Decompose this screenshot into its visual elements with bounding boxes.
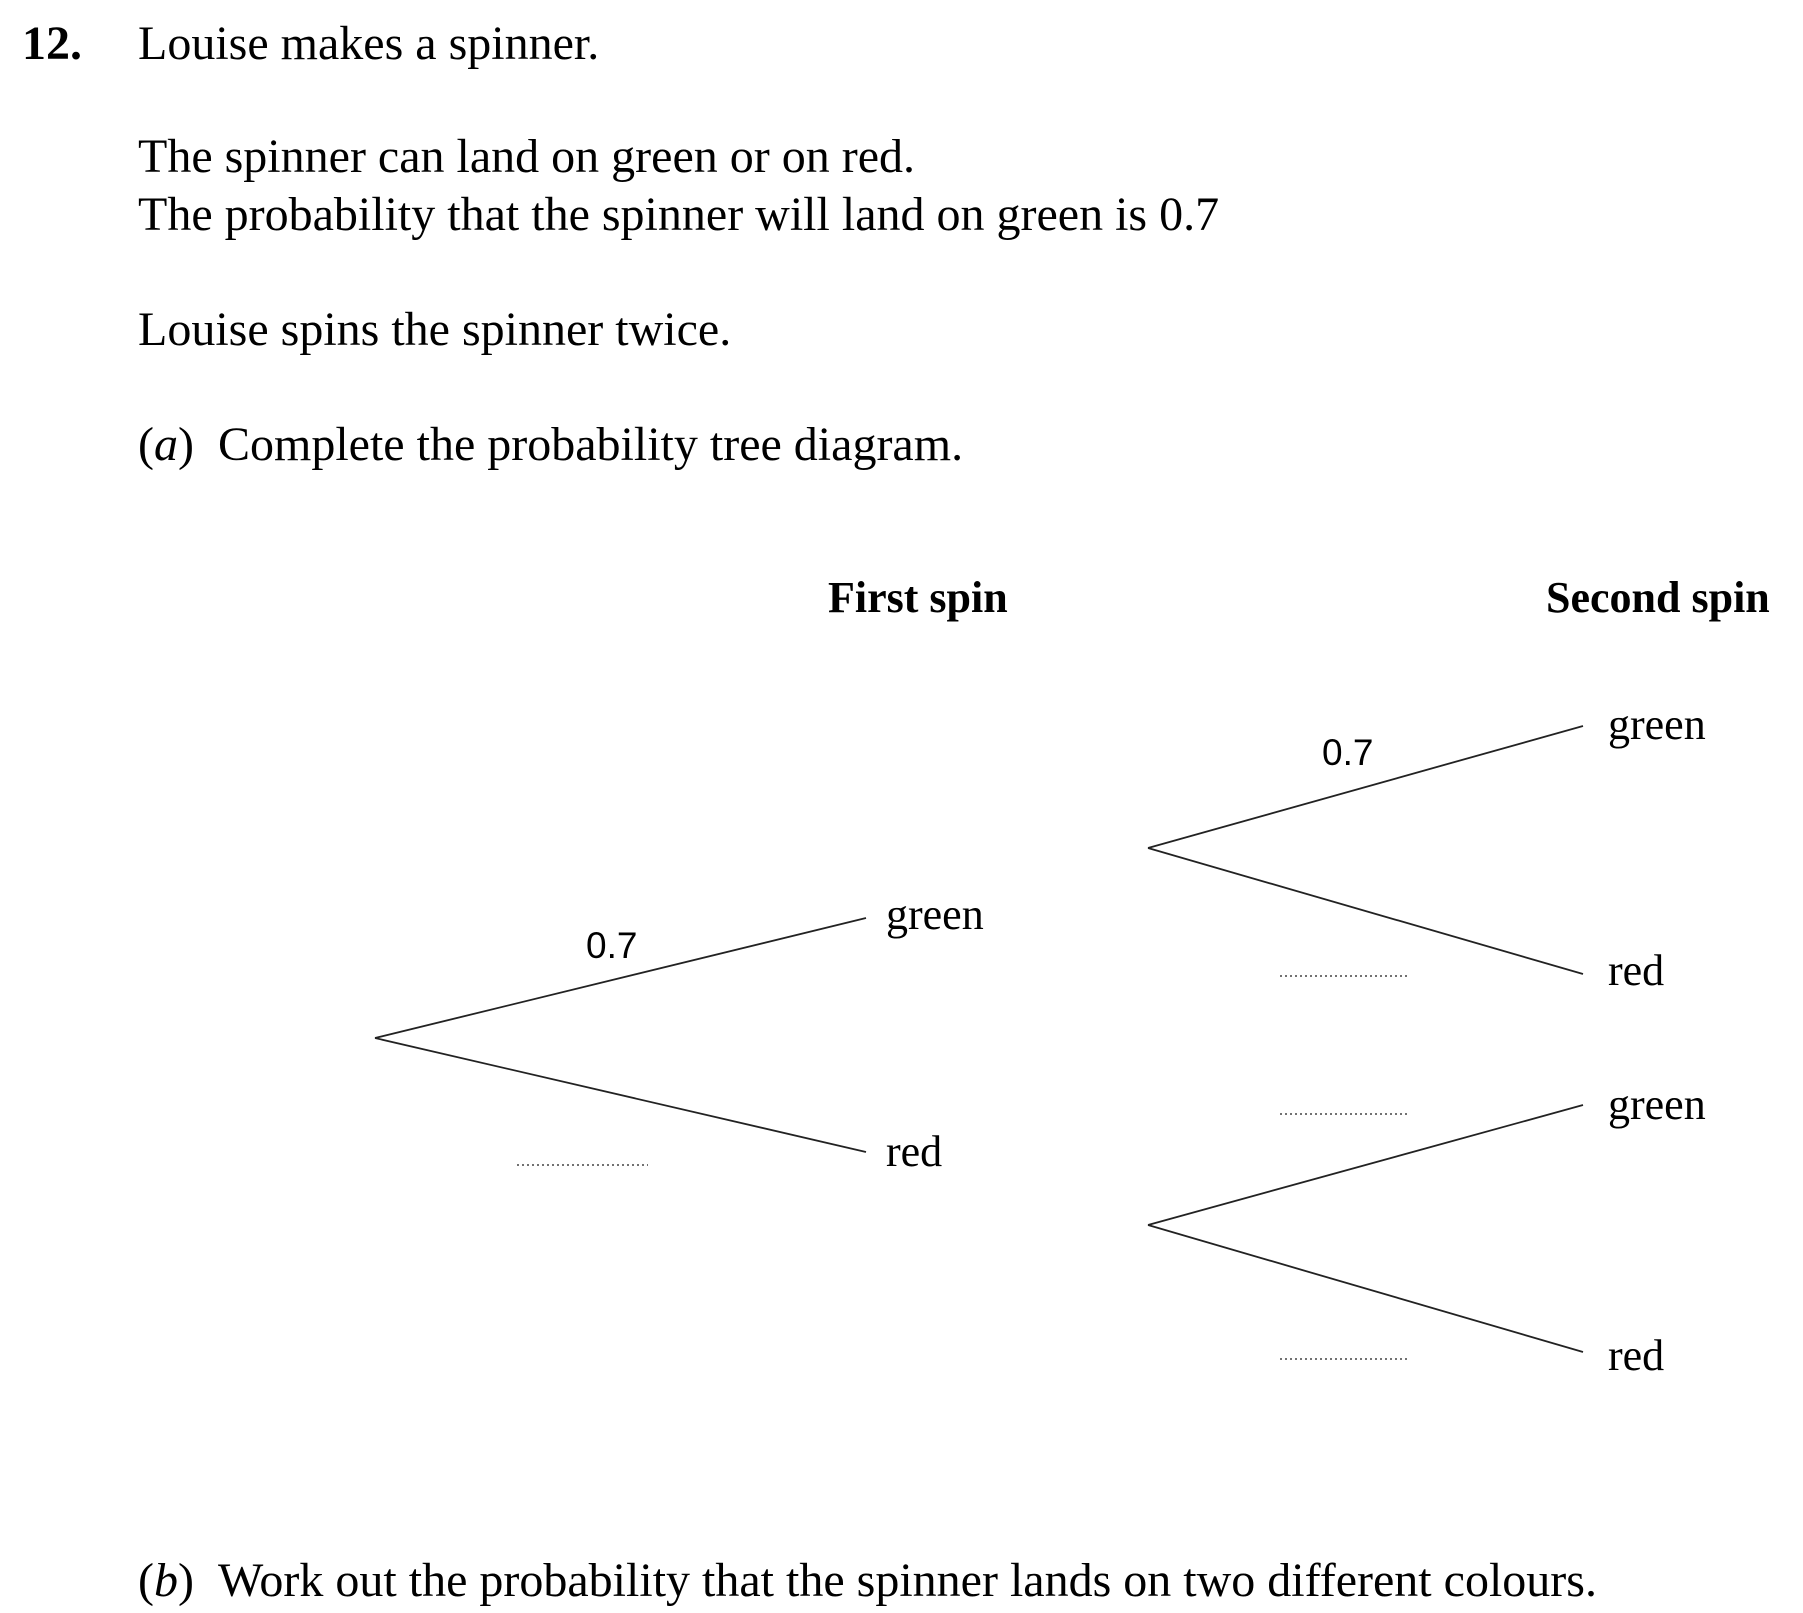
- question-line-3: Louise spins the spinner twice.: [138, 303, 732, 356]
- question-intro: Louise makes a spinner.: [138, 17, 600, 70]
- part-b-letter: b: [153, 1554, 178, 1607]
- first-spin-heading: First spin: [828, 573, 1008, 622]
- second-green-green-label: green: [1608, 700, 1706, 749]
- part-a-text: Complete the probability tree diagram.: [217, 418, 964, 471]
- second-green-green-probability: 0.7: [1322, 732, 1373, 773]
- second-green-green-branch: [1147, 725, 1584, 849]
- part-b-text: Work out the probability that the spinne…: [217, 1554, 1597, 1607]
- second-spin-heading: Second spin: [1546, 573, 1770, 622]
- second-green-red-label: red: [1608, 946, 1664, 995]
- second-red-green-branch: [1147, 1104, 1584, 1226]
- question-line-2: The probability that the spinner will la…: [138, 188, 1220, 241]
- second-red-red-label: red: [1608, 1331, 1664, 1380]
- part-a: (a) Complete the probability tree diagra…: [138, 418, 964, 471]
- part-a-letter: a: [153, 418, 178, 471]
- second-green-red-branch: [1147, 847, 1584, 975]
- first-red-label: red: [886, 1127, 942, 1176]
- question-line-1: The spinner can land on green or on red.: [138, 130, 916, 183]
- second-red-green-label: green: [1608, 1080, 1706, 1129]
- first-green-label: green: [886, 890, 984, 939]
- first-green-probability: 0.7: [586, 925, 637, 966]
- first-red-branch: [374, 1037, 867, 1153]
- part-b: (b) Work out the probability that the sp…: [138, 1554, 1597, 1607]
- first-green-branch: [374, 917, 867, 1039]
- question-number: 12.: [22, 17, 82, 70]
- second-red-red-branch: [1147, 1224, 1584, 1353]
